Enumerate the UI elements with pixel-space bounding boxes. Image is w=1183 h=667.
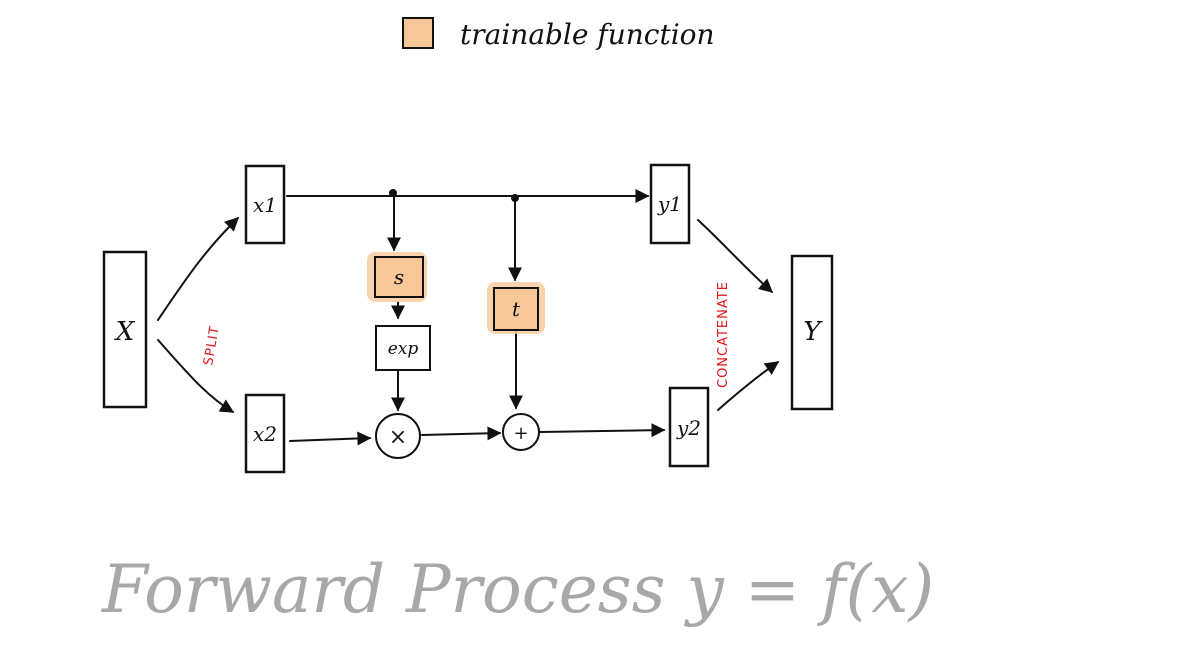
node-exp: exp — [375, 325, 431, 371]
node-add-label: + — [513, 423, 528, 444]
node-x1: x1 — [244, 164, 286, 245]
edge-add-to-y2 — [539, 423, 666, 438]
concatenate-label: CONCATENATE — [716, 281, 731, 388]
node-add: + — [502, 413, 540, 451]
edge-y1-to-y — [697, 219, 774, 293]
node-y1: y1 — [649, 163, 691, 245]
edge-y2-to-y — [717, 361, 780, 411]
edges — [157, 189, 780, 446]
node-mul-label: × — [389, 425, 407, 450]
node-x-label: X — [114, 317, 136, 347]
legend: trainable function — [402, 17, 715, 51]
node-s: s — [367, 252, 427, 302]
legend-swatch — [402, 17, 434, 49]
node-y: Y — [790, 254, 834, 411]
edge-x-to-x2 — [157, 339, 235, 413]
split-label: SPLIT — [201, 325, 223, 367]
node-x2: x2 — [244, 393, 286, 474]
node-t-label: t — [512, 297, 521, 321]
node-y1-label: y1 — [657, 192, 682, 216]
legend-label: trainable function — [460, 18, 715, 51]
edge-x-to-x1 — [157, 217, 240, 321]
node-x: X — [102, 250, 148, 409]
node-x2-label: x2 — [253, 422, 277, 446]
branch-dot-s — [389, 189, 397, 197]
node-t: t — [487, 282, 545, 334]
node-exp-label: exp — [388, 339, 419, 359]
edge-mul-to-add — [421, 426, 502, 441]
node-y2: y2 — [668, 386, 710, 468]
node-s-label: s — [394, 265, 404, 289]
node-y2-label: y2 — [676, 416, 701, 440]
node-mul: × — [375, 413, 421, 459]
caption: Forward Process y = f(x) — [101, 551, 934, 628]
edge-x2-to-mul — [289, 431, 372, 446]
node-y-label: Y — [803, 317, 823, 347]
node-x1-label: x1 — [253, 193, 277, 217]
